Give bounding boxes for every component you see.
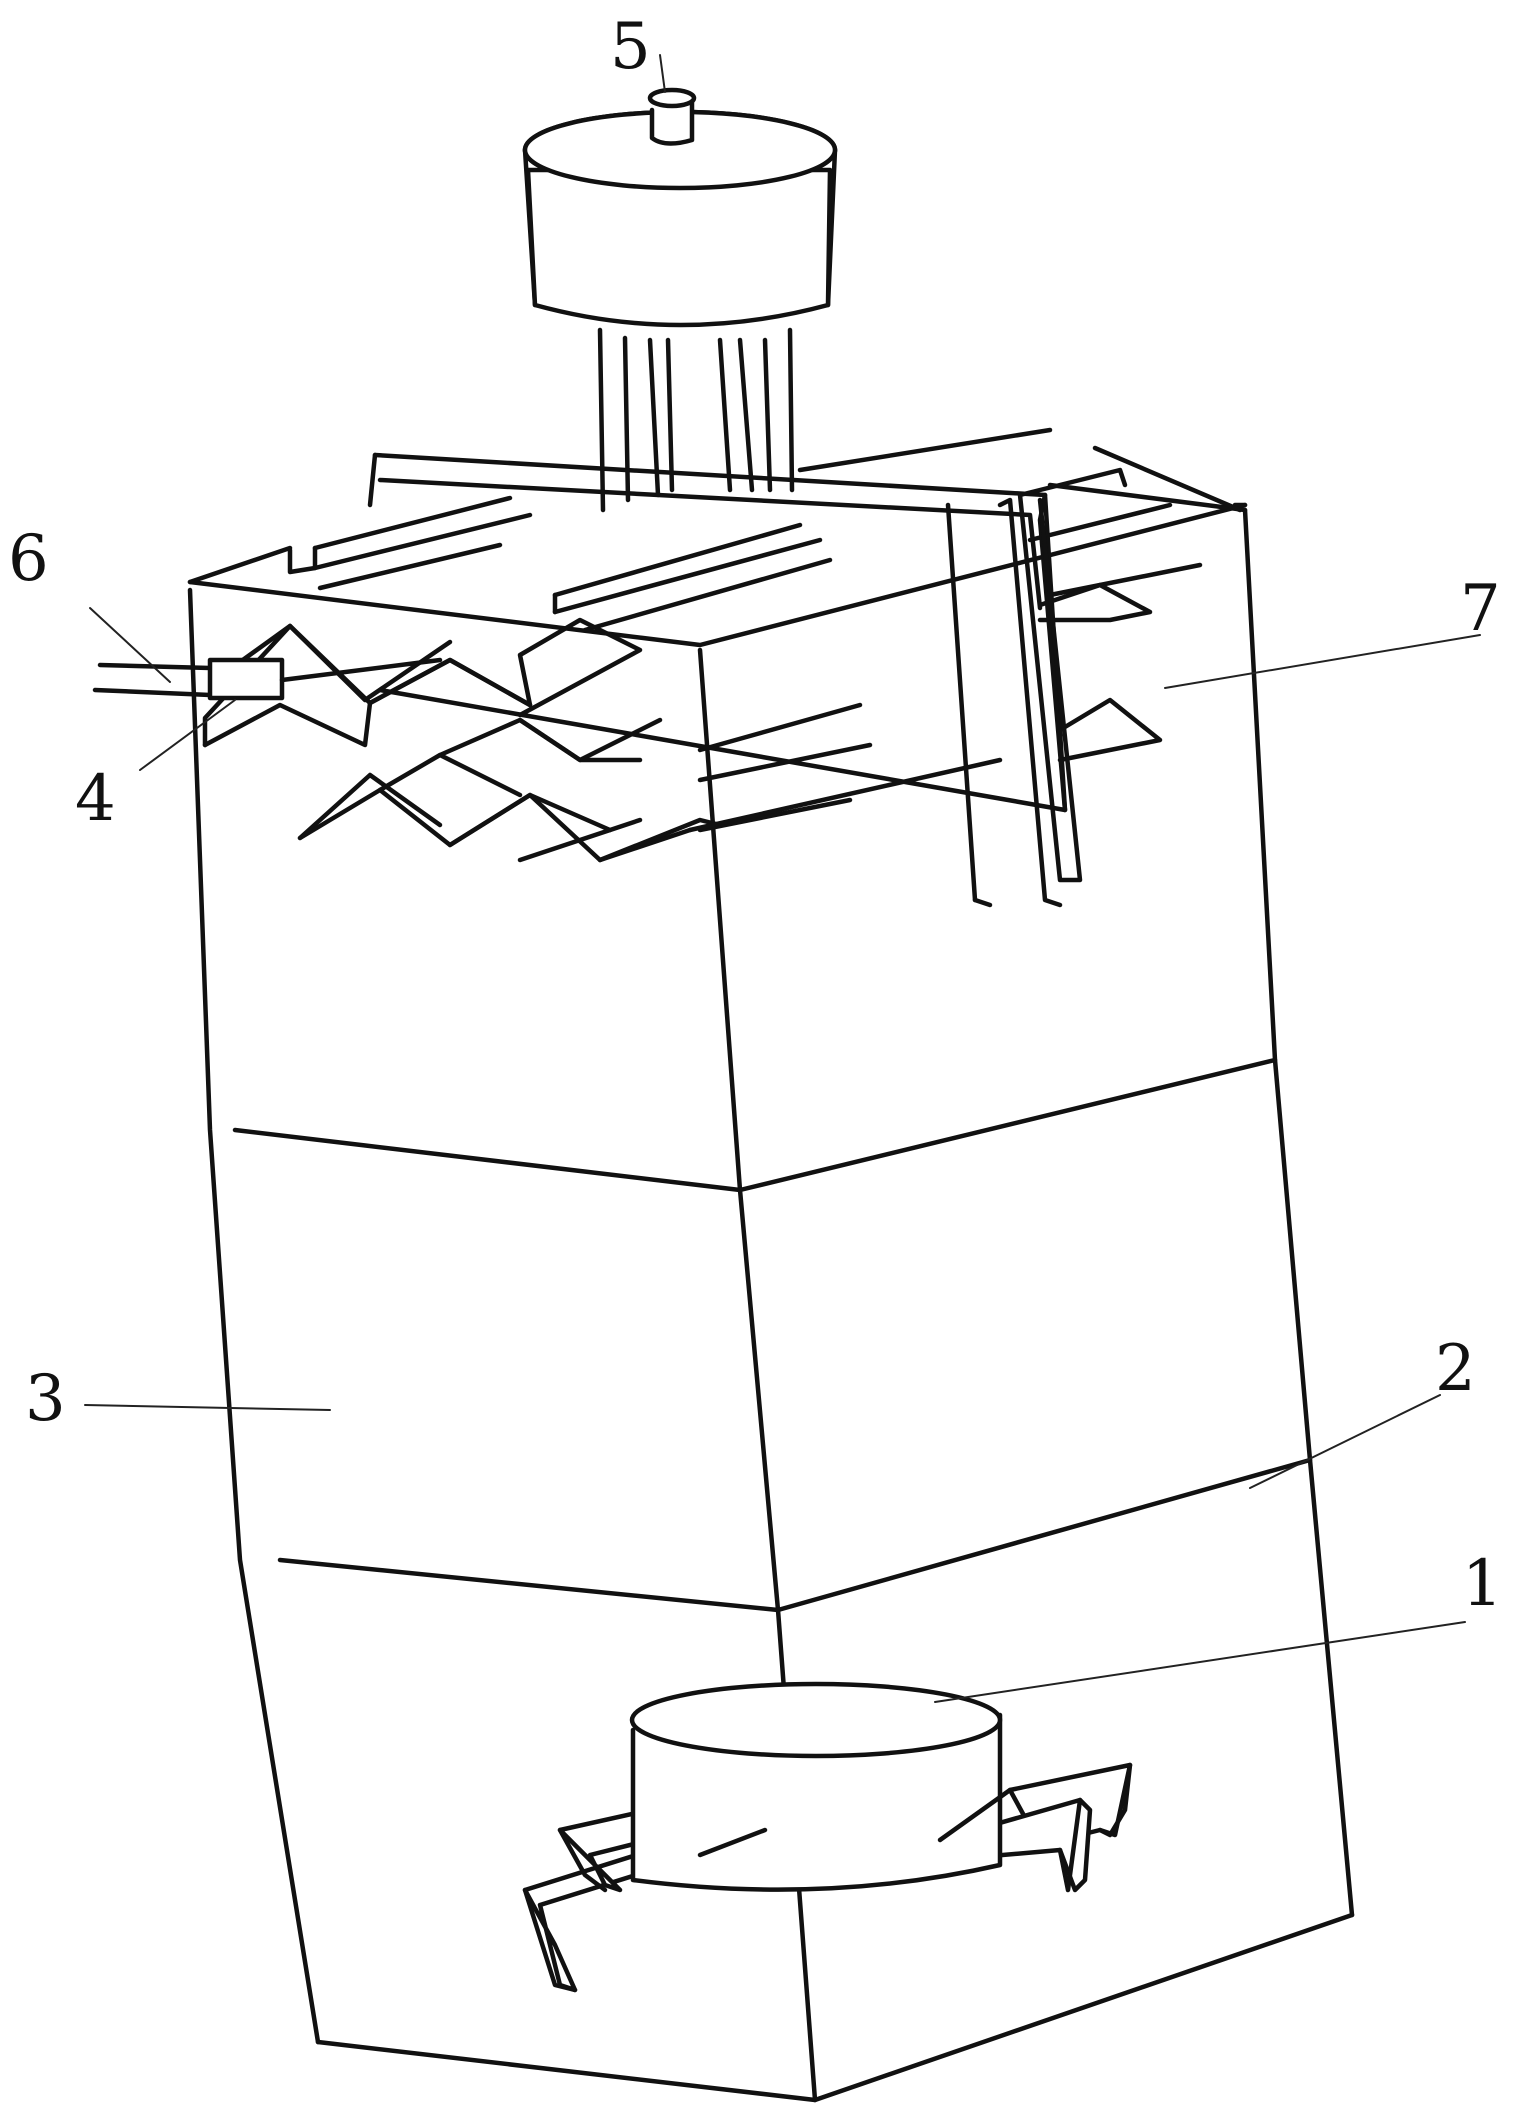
top-deck (287, 427, 1248, 633)
callout-label-5: 5 (610, 10, 651, 84)
corrugated-packing (202, 582, 1163, 863)
callout-label-7: 7 (1460, 572, 1501, 646)
callout-label-6: 6 (8, 522, 49, 596)
callout-labels: 1 2 3 4 5 6 7 (8, 10, 1503, 1621)
inlet-assembly (92, 657, 443, 701)
motor-assembly (522, 87, 838, 513)
distributor-assembly (522, 1681, 1133, 1993)
leader-line-2 (1249, 1394, 1441, 1489)
leader-line-1 (934, 1621, 1466, 1703)
callout-label-1: 1 (1462, 1547, 1503, 1621)
leader-line-3 (84, 1404, 331, 1411)
callout-label-2: 2 (1435, 1332, 1476, 1406)
vertical-plates (367, 452, 1083, 908)
leader-line-6 (89, 607, 171, 683)
tower-body (187, 502, 1355, 2103)
leader-lines (84, 54, 1481, 1703)
callout-label-4: 4 (75, 762, 116, 836)
leader-line-7 (1164, 634, 1481, 689)
leader-line-5 (659, 54, 666, 93)
leader-line-4 (139, 699, 236, 771)
callout-label-3: 3 (25, 1362, 66, 1436)
